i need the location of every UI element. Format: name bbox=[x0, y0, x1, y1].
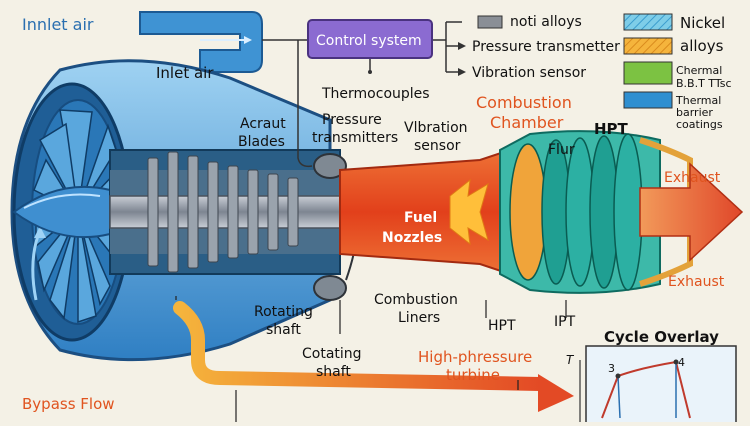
high-pressure-turbine-label-2: turbine bbox=[446, 366, 500, 384]
legend-swatch-alloys bbox=[623, 37, 673, 55]
pressure-transmitter-bottom bbox=[313, 275, 347, 301]
acraut-blades-label-2: Blades bbox=[238, 134, 285, 150]
control-system-box bbox=[307, 19, 433, 59]
pressure-transmitters-label-2: transmitters bbox=[312, 130, 398, 146]
exhaust-bottom-label: Exhaust bbox=[668, 274, 725, 290]
fuel-nozzle-flames bbox=[449, 178, 489, 246]
bypass-flow-arrow bbox=[173, 301, 547, 391]
turbine-stages bbox=[509, 133, 643, 291]
sensor-list-item-1: noti alloys bbox=[510, 14, 582, 30]
cycle-point-3: 3 bbox=[608, 362, 615, 375]
cotating-shaft-label-2: shaft bbox=[316, 364, 351, 380]
cotating-shaft-label-1: Cotating bbox=[302, 346, 362, 362]
combustion-liners-label-1: Combustion bbox=[374, 292, 458, 308]
vibration-sensor-label-1: Vlbration bbox=[404, 120, 468, 136]
legend: Nickel alloys Chermal B.B.T TTsc Thermal… bbox=[623, 13, 732, 131]
inlet-air-label: Inlet air bbox=[156, 64, 214, 82]
hpt-bottom-label: HPT bbox=[488, 318, 516, 334]
thermocouples-label: Thermocouples bbox=[321, 86, 430, 102]
fuel-nozzles-label-2: Nozzles bbox=[382, 230, 442, 246]
fuel-nozzles-label-1: Fuel bbox=[404, 210, 437, 226]
cycle-axis-t-label: T bbox=[566, 353, 575, 367]
control-system-label: Control system bbox=[316, 33, 422, 49]
pressure-transmitters-label-1: Pressure bbox=[322, 112, 382, 128]
legend-text-alloys: alloys bbox=[680, 37, 724, 55]
exhaust-top-label: Exhaust bbox=[664, 170, 721, 186]
inlet-duct bbox=[139, 11, 263, 73]
legend-text-nickel: Nickel bbox=[680, 14, 725, 32]
legend-text-chermal: Chermal B.B.T TTsc bbox=[676, 64, 732, 90]
compressor-stages bbox=[147, 151, 299, 273]
cycle-overlay-title: Cycle Overlay bbox=[604, 328, 719, 346]
rotating-shaft-label-2: shaft bbox=[266, 322, 301, 338]
combustion-chamber-label-2: Chamber bbox=[490, 113, 564, 132]
sensor-list-item-2: Pressure transmetter bbox=[472, 39, 620, 55]
rotating-shaft-label-1: Rotating bbox=[254, 304, 313, 320]
legend-swatch-thermal bbox=[623, 91, 673, 109]
pressure-transmitter-top bbox=[313, 153, 347, 179]
flur-label: Flur bbox=[548, 142, 575, 158]
alloy-probe-icon bbox=[477, 15, 503, 29]
high-pressure-turbine-label-1: High-phressure bbox=[418, 348, 532, 366]
combustion-liners-label-2: Liners bbox=[398, 310, 440, 326]
hpt-top-label: HPT bbox=[594, 120, 629, 138]
legend-text-thermal: Thermal barrier coatings bbox=[675, 94, 725, 131]
bypass-flow-label: Bypass Flow bbox=[22, 395, 115, 413]
acraut-blades-label-1: Acraut bbox=[240, 116, 286, 132]
ipt-bottom-label: IPT bbox=[554, 314, 576, 330]
exhaust-arrow bbox=[639, 162, 744, 262]
cycle-point-4: 4 bbox=[678, 356, 685, 369]
legend-swatch-nickel bbox=[623, 13, 673, 31]
inlet-air-top-label: Innlet air bbox=[22, 15, 94, 34]
combustion-chamber-label-1: Combustion bbox=[476, 93, 572, 112]
sensor-list-item-3: Vibration sensor bbox=[472, 65, 586, 81]
vibration-sensor-label-2: sensor bbox=[414, 138, 461, 154]
legend-swatch-chermal bbox=[623, 61, 673, 85]
cycle-overlay-panel bbox=[585, 345, 737, 426]
